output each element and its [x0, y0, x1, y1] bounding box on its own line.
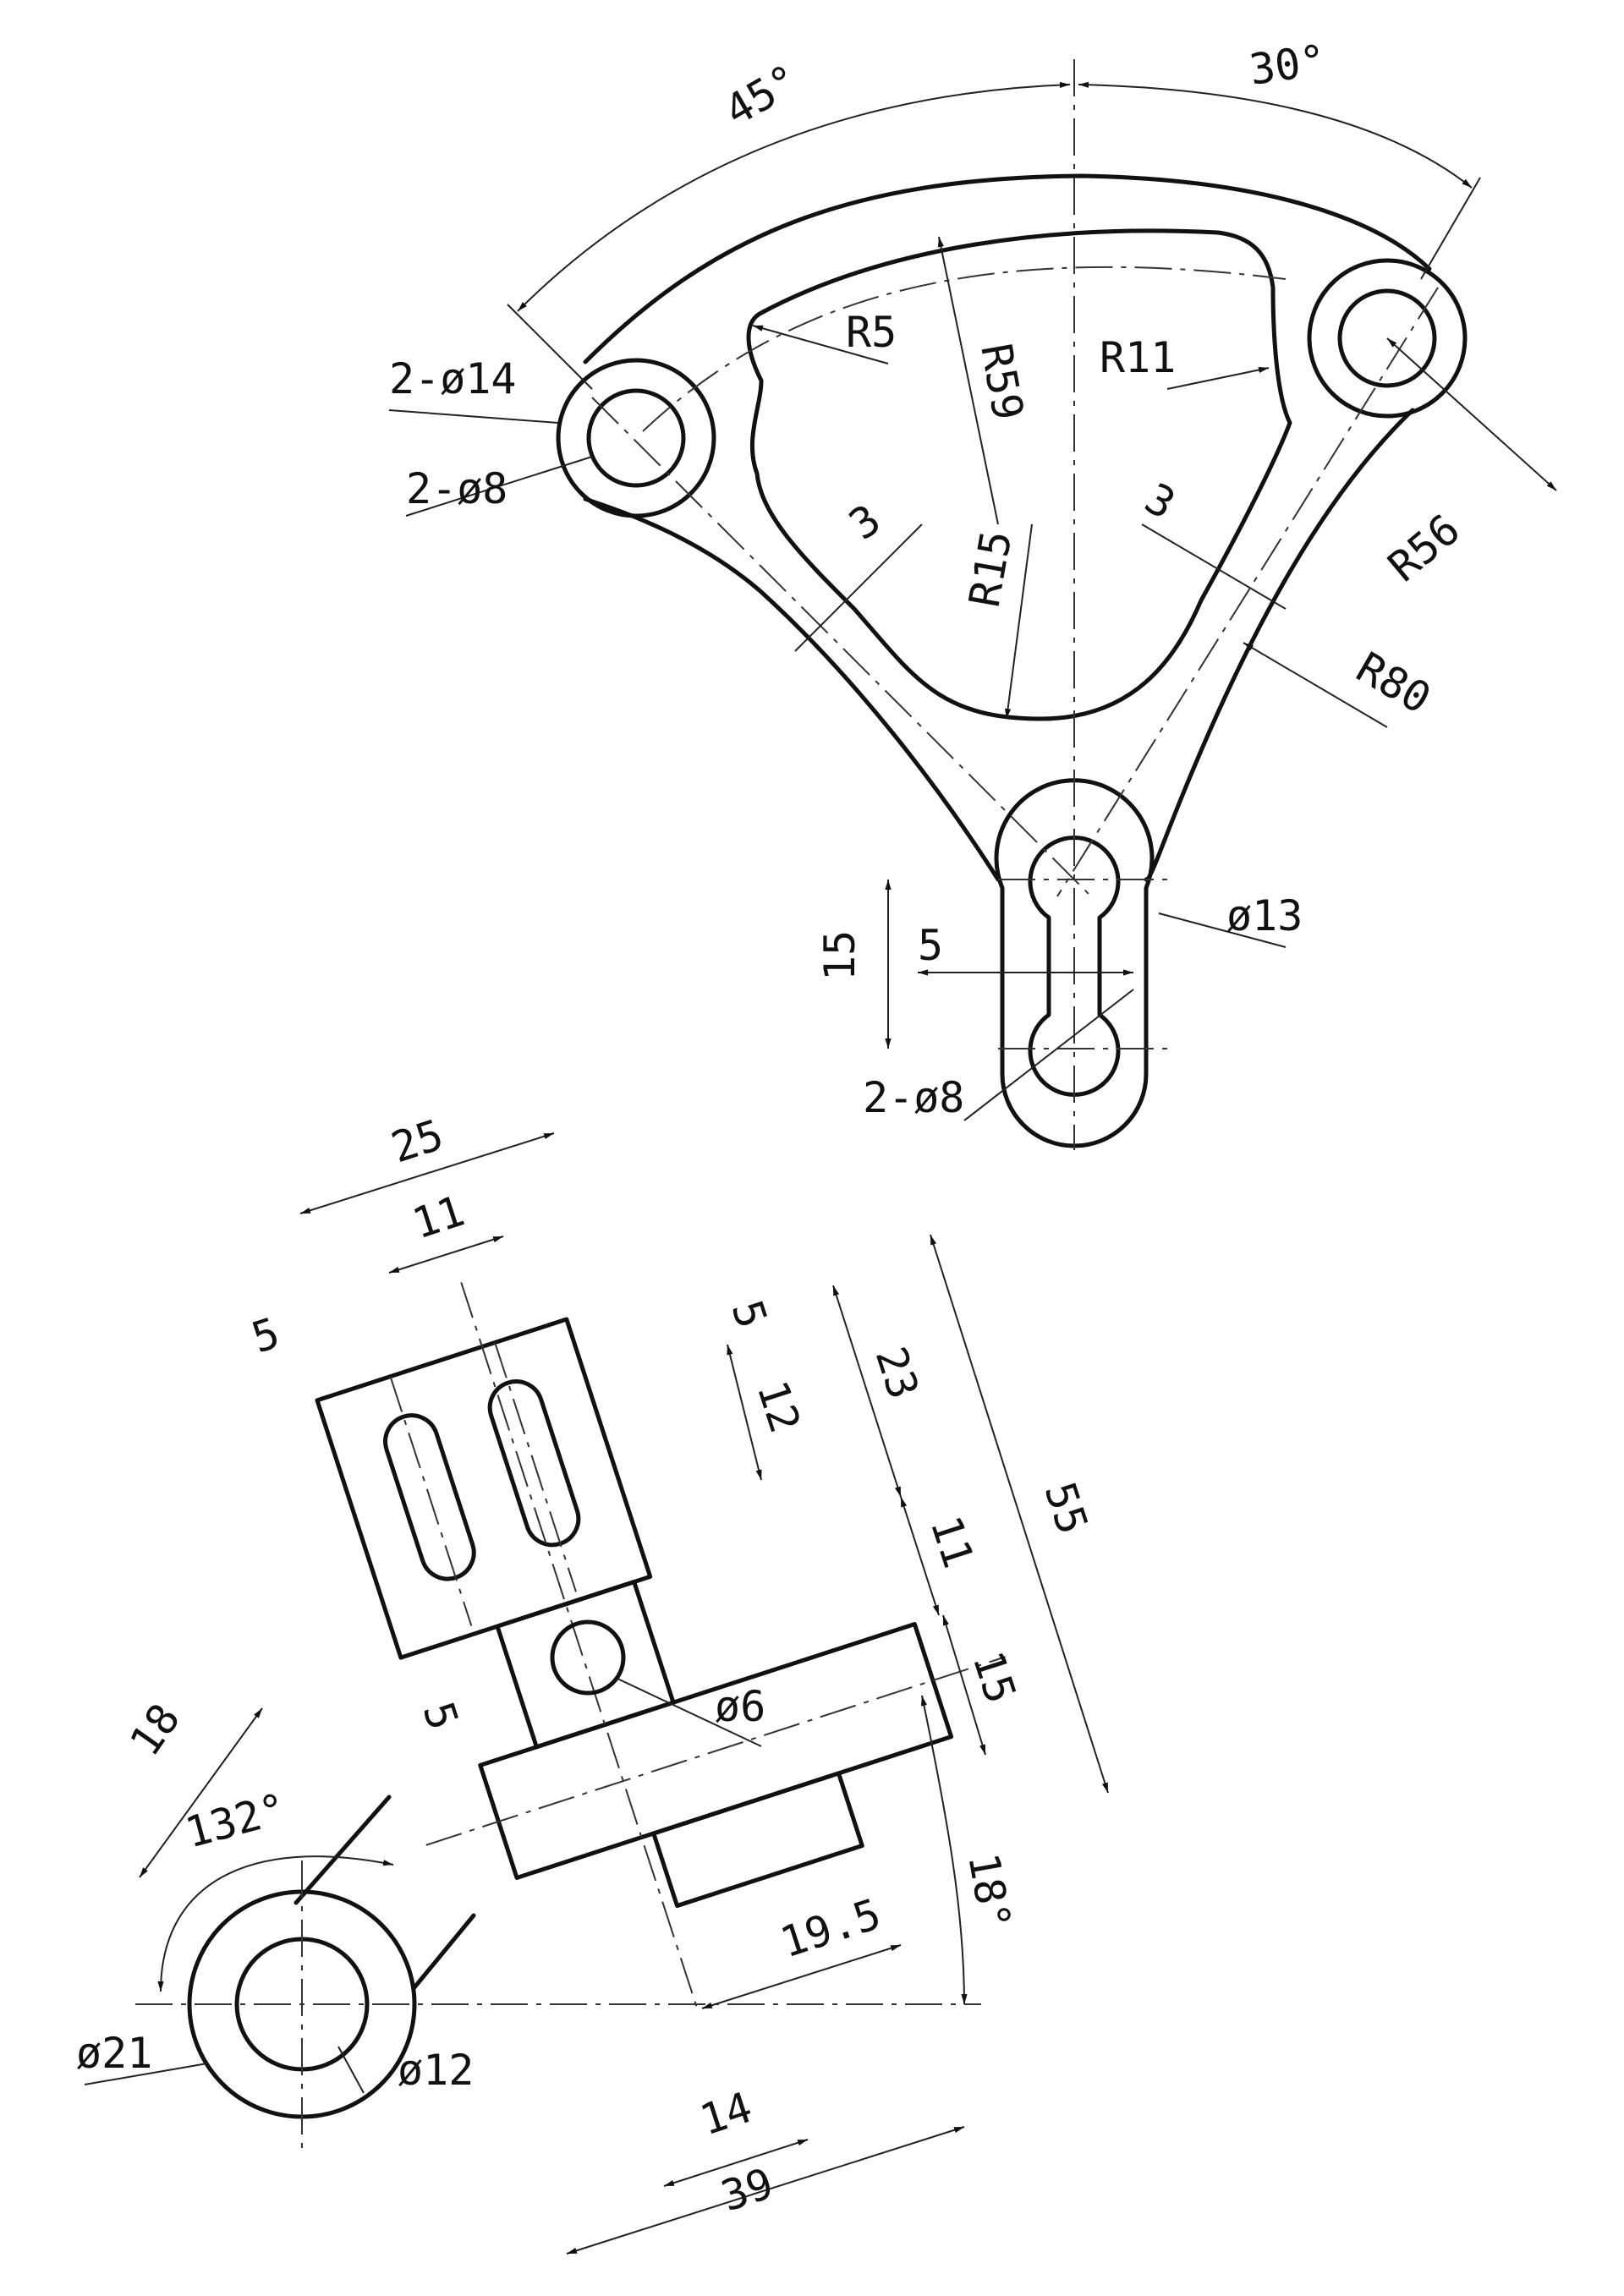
- left-boss-outer: [556, 358, 716, 518]
- boss21-leader: [84, 2063, 208, 2085]
- r56-label: R56: [1379, 505, 1468, 591]
- r5-label: R5: [846, 308, 897, 357]
- body-centerline: [425, 1656, 1006, 1846]
- angle-132-label: 132°: [180, 1784, 291, 1857]
- holes-outer-leader: [388, 409, 559, 424]
- ext-line-45: [507, 304, 593, 390]
- holes-inner-label: 2-ø8: [406, 464, 508, 513]
- wall-right-dim: [1141, 523, 1287, 610]
- r59-leader: [937, 236, 999, 525]
- dim-23-label: 23: [866, 1341, 929, 1405]
- bore-leader: [1158, 912, 1287, 948]
- wall-left-label: 3: [841, 495, 890, 550]
- wall-left-dim: [794, 523, 923, 652]
- dim-23-line: [832, 1285, 902, 1498]
- ext-line-30: [1420, 177, 1481, 280]
- r59-label: R59: [971, 340, 1033, 424]
- slot-right-centerline: [494, 1342, 577, 1592]
- dim-15-label: 15: [963, 1646, 1026, 1709]
- angle-18-arc: [920, 1695, 968, 2005]
- dim-5-step-label: 5: [414, 1696, 468, 1736]
- slot-holes-leader: [963, 989, 1134, 1121]
- left-boss-inner: [586, 388, 686, 488]
- holes-inner-leader: [405, 456, 593, 517]
- dim-25-label: 25: [386, 1110, 449, 1173]
- boss21-label: ø21: [76, 2029, 152, 2078]
- r11-label: R11: [1100, 333, 1176, 382]
- r80-label: R80: [1348, 643, 1439, 723]
- dim-11-top-label: 11: [407, 1186, 470, 1249]
- dim-18-line: [139, 1707, 263, 1878]
- pin-hole: [550, 1619, 626, 1696]
- right-radial-centerline: [1056, 287, 1439, 897]
- wall-right-label: 3: [1137, 474, 1183, 529]
- bottom-view: 25 11 5 5 12 23 55 11 15 ø6 5 18 132° 18…: [76, 1110, 1109, 2255]
- dim-14-label: 14: [694, 2083, 758, 2145]
- bore-label: ø13: [1226, 891, 1303, 940]
- pocket-contour: [746, 228, 1292, 721]
- dim-39-line: [566, 2126, 965, 2255]
- dim-19-5-line: [701, 1944, 902, 2009]
- slot-holes-label: 2-ø8: [863, 1073, 964, 1122]
- r15-leader: [1004, 523, 1033, 720]
- dim-55-label: 55: [1035, 1477, 1098, 1540]
- pitch-arc: [642, 266, 1287, 432]
- dim-15-line: [942, 1614, 986, 1756]
- dim-25-line: [299, 1132, 555, 1214]
- slot-width-label: 5: [918, 921, 943, 970]
- upper-plate: [315, 1317, 653, 1660]
- plate-centerline: [460, 1282, 698, 2007]
- dim-11-right-line: [900, 1496, 940, 1616]
- holes-outer-label: 2-ø14: [389, 354, 517, 403]
- dim-5-left-label: 5: [246, 1308, 286, 1362]
- hole6-leader: [617, 1678, 762, 1747]
- lower-block: [651, 1771, 864, 1909]
- dim-12-label: 12: [748, 1375, 810, 1438]
- dim-18-label: 18: [120, 1695, 189, 1765]
- dim-11-top-line: [388, 1236, 504, 1274]
- boss12-label: ø12: [398, 2046, 474, 2095]
- dim-39-label: 39: [716, 2159, 779, 2222]
- angle-132-arc: [157, 1855, 394, 1992]
- dim-5-right-label: 5: [722, 1295, 776, 1334]
- slot-left-centerline: [389, 1376, 473, 1626]
- dim-55-line: [930, 1234, 1109, 1794]
- angle-45-label: 45°: [716, 55, 807, 135]
- r15-label: R15: [960, 527, 1022, 611]
- r80-leader: [1243, 642, 1388, 728]
- dim-11-right-label: 11: [921, 1510, 984, 1574]
- angle-30-label: 30°: [1247, 36, 1330, 95]
- keyhole-outer: [994, 778, 1155, 1148]
- boss12-leader: [337, 2046, 365, 2094]
- hole6-label: ø6: [715, 1682, 765, 1731]
- slot-length-label: 15: [815, 930, 864, 981]
- dim-12-line: [727, 1344, 762, 1481]
- angle-30-arc: [1078, 81, 1473, 189]
- top-view: 45° 30° R5 R59 R11 R15 R56 R80 3 3 2-ø14…: [388, 36, 1557, 1150]
- arm-outer-contour: [583, 173, 1432, 882]
- r11-leader: [1166, 366, 1270, 390]
- angle-18-label: 18°: [958, 1849, 1020, 1933]
- r5-leader: [752, 325, 889, 364]
- r56-dim: [1386, 337, 1557, 491]
- angle-45-arc: [517, 81, 1071, 312]
